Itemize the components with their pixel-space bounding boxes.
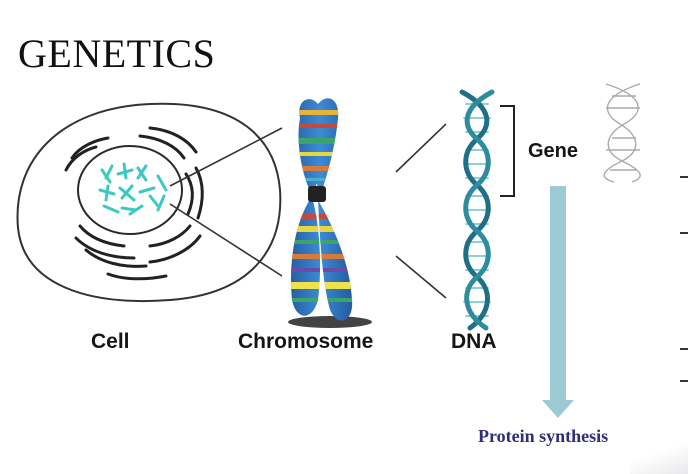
- zoom-line: [169, 203, 283, 277]
- chromosome-illustration: [288, 98, 372, 328]
- gene-bracket: [500, 105, 515, 197]
- cropped-text-mark: [680, 176, 688, 178]
- dna-label: DNA: [451, 330, 497, 353]
- chromosome-label: Chromosome: [238, 330, 374, 353]
- protein-synthesis-label: Protein synthesis: [478, 426, 609, 446]
- zoom-line: [169, 127, 283, 187]
- chromatin-strands: [98, 162, 168, 216]
- gene-label: Gene: [528, 140, 579, 162]
- cropped-text-mark: [680, 380, 688, 382]
- page-title: GENETICS: [18, 31, 216, 76]
- endoplasmic-reticulum: [64, 126, 204, 281]
- dna-helix: [459, 89, 495, 331]
- slide-corner-shade: [630, 440, 688, 474]
- zoom-line: [395, 123, 447, 173]
- helix-sketch: [603, 83, 641, 183]
- down-arrow: [542, 186, 574, 418]
- cropped-text-mark: [680, 232, 688, 234]
- cell-illustration: [16, 102, 282, 302]
- cell-label: Cell: [91, 330, 130, 353]
- zoom-line: [395, 255, 447, 299]
- cropped-text-mark: [680, 348, 688, 350]
